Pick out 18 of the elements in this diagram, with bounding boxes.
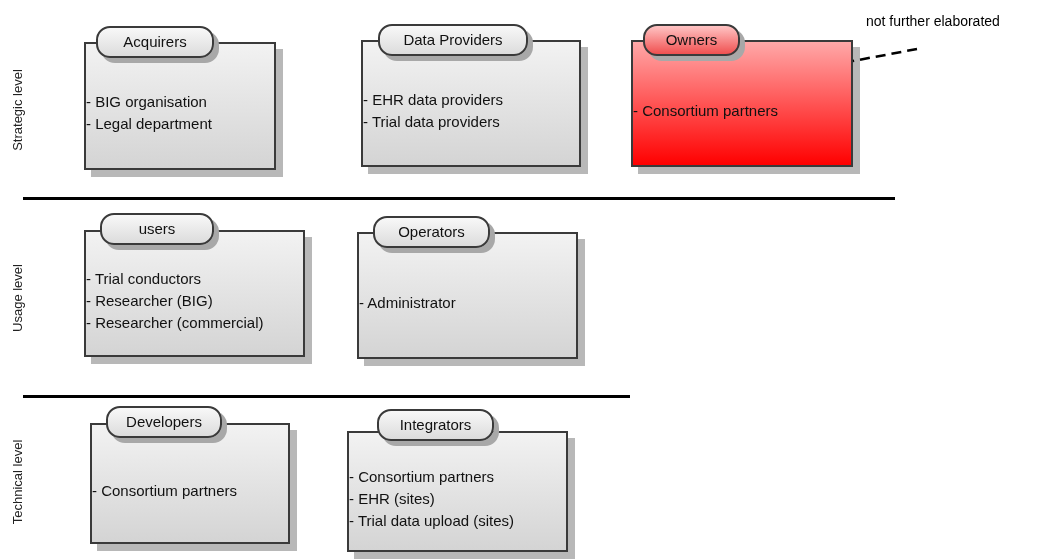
list-item: - EHR data providers xyxy=(363,89,505,110)
list-item: - Researcher (BIG) xyxy=(86,290,214,311)
level-label: Technical level xyxy=(10,439,26,525)
list-item: - BIG organisation xyxy=(86,92,208,112)
list-item: - Legal department xyxy=(86,114,213,134)
list-item: - Consortium partners xyxy=(633,100,780,121)
list-item: - Researcher (commercial) xyxy=(86,312,265,333)
leader-line xyxy=(852,47,918,63)
note-text: not further elaborated xyxy=(866,11,1000,31)
list-item: - Trial data upload (sites) xyxy=(349,510,516,531)
list-item: - EHR (sites) xyxy=(349,488,436,509)
list-item: - Trial data providers xyxy=(363,111,501,132)
list-item: - Consortium partners xyxy=(349,466,496,487)
level-label: Usage level xyxy=(10,264,26,332)
level-label: Strategic level xyxy=(10,69,26,151)
list-item: - Consortium partners xyxy=(92,480,239,501)
list-item: - Administrator xyxy=(359,292,457,313)
list-item: - Trial conductors xyxy=(86,268,203,289)
